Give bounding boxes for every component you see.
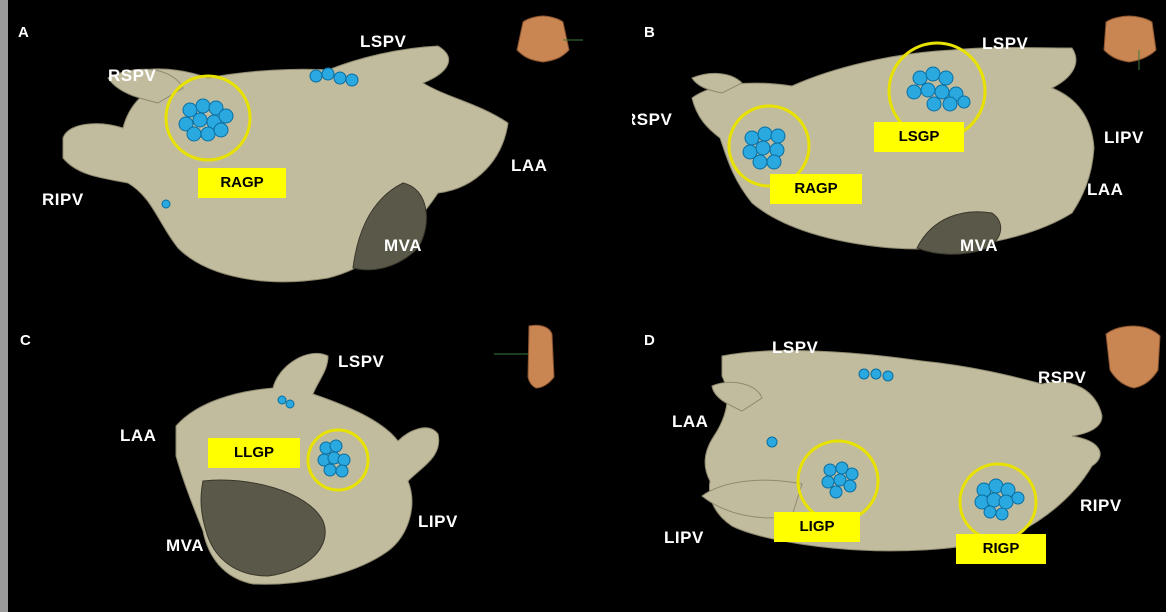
structure-label-laa: LAA (672, 412, 708, 432)
panel-a: A LSPV RSPV RIPV LAA MVA RAGP (8, 8, 598, 304)
structure-label-lspv: LSPV (338, 352, 384, 372)
structure-label-mva: MVA (384, 236, 422, 256)
gp-label-ragp: RAGP (770, 174, 862, 204)
panel-label-b: B (644, 24, 655, 41)
structure-label-ripv: RIPV (1080, 496, 1122, 516)
torso-orientation-icon (503, 10, 583, 70)
atrium-model-b (632, 8, 1166, 304)
structure-label-lipv: LIPV (664, 528, 704, 548)
panel-c: C LSPV LAA LIPV MVA LLGP (8, 316, 598, 612)
gp-label-llgp: LLGP (208, 438, 300, 468)
torso-orientation-icon (1094, 10, 1164, 70)
structure-label-lspv: LSPV (982, 34, 1028, 54)
structure-label-mva: MVA (166, 536, 204, 556)
structure-label-mva: MVA (960, 236, 998, 256)
panel-b: B LSPV RSPV LIPV LAA MVA RAGP LSGP (632, 8, 1166, 304)
panel-d: D LSPV RSPV LAA RIPV LIPV LIGP RIGP (632, 316, 1166, 612)
structure-label-rspv: RSPV (108, 66, 156, 86)
structure-label-lspv: LSPV (360, 32, 406, 52)
torso-orientation-icon (494, 322, 574, 392)
panel-label-c: C (20, 332, 31, 349)
structure-label-rspv: RSPV (1038, 368, 1086, 388)
left-edge-strip (0, 0, 8, 612)
gp-label-lsgp: LSGP (874, 122, 964, 152)
structure-label-lipv: LIPV (418, 512, 458, 532)
torso-orientation-icon (1096, 320, 1166, 390)
gp-label-ragp: RAGP (198, 168, 286, 198)
structure-label-laa: LAA (120, 426, 156, 446)
gp-label-rigp: RIGP (956, 534, 1046, 564)
panel-label-d: D (644, 332, 655, 349)
structure-label-lspv: LSPV (772, 338, 818, 358)
structure-label-laa: LAA (1087, 180, 1123, 200)
structure-label-laa: LAA (511, 156, 547, 176)
structure-label-lipv: LIPV (1104, 128, 1144, 148)
atrium-model-d (632, 316, 1166, 612)
structure-label-ripv: RIPV (42, 190, 84, 210)
panel-label-a: A (18, 24, 29, 41)
structure-label-rspv: RSPV (632, 110, 672, 130)
gp-label-ligp: LIGP (774, 512, 860, 542)
